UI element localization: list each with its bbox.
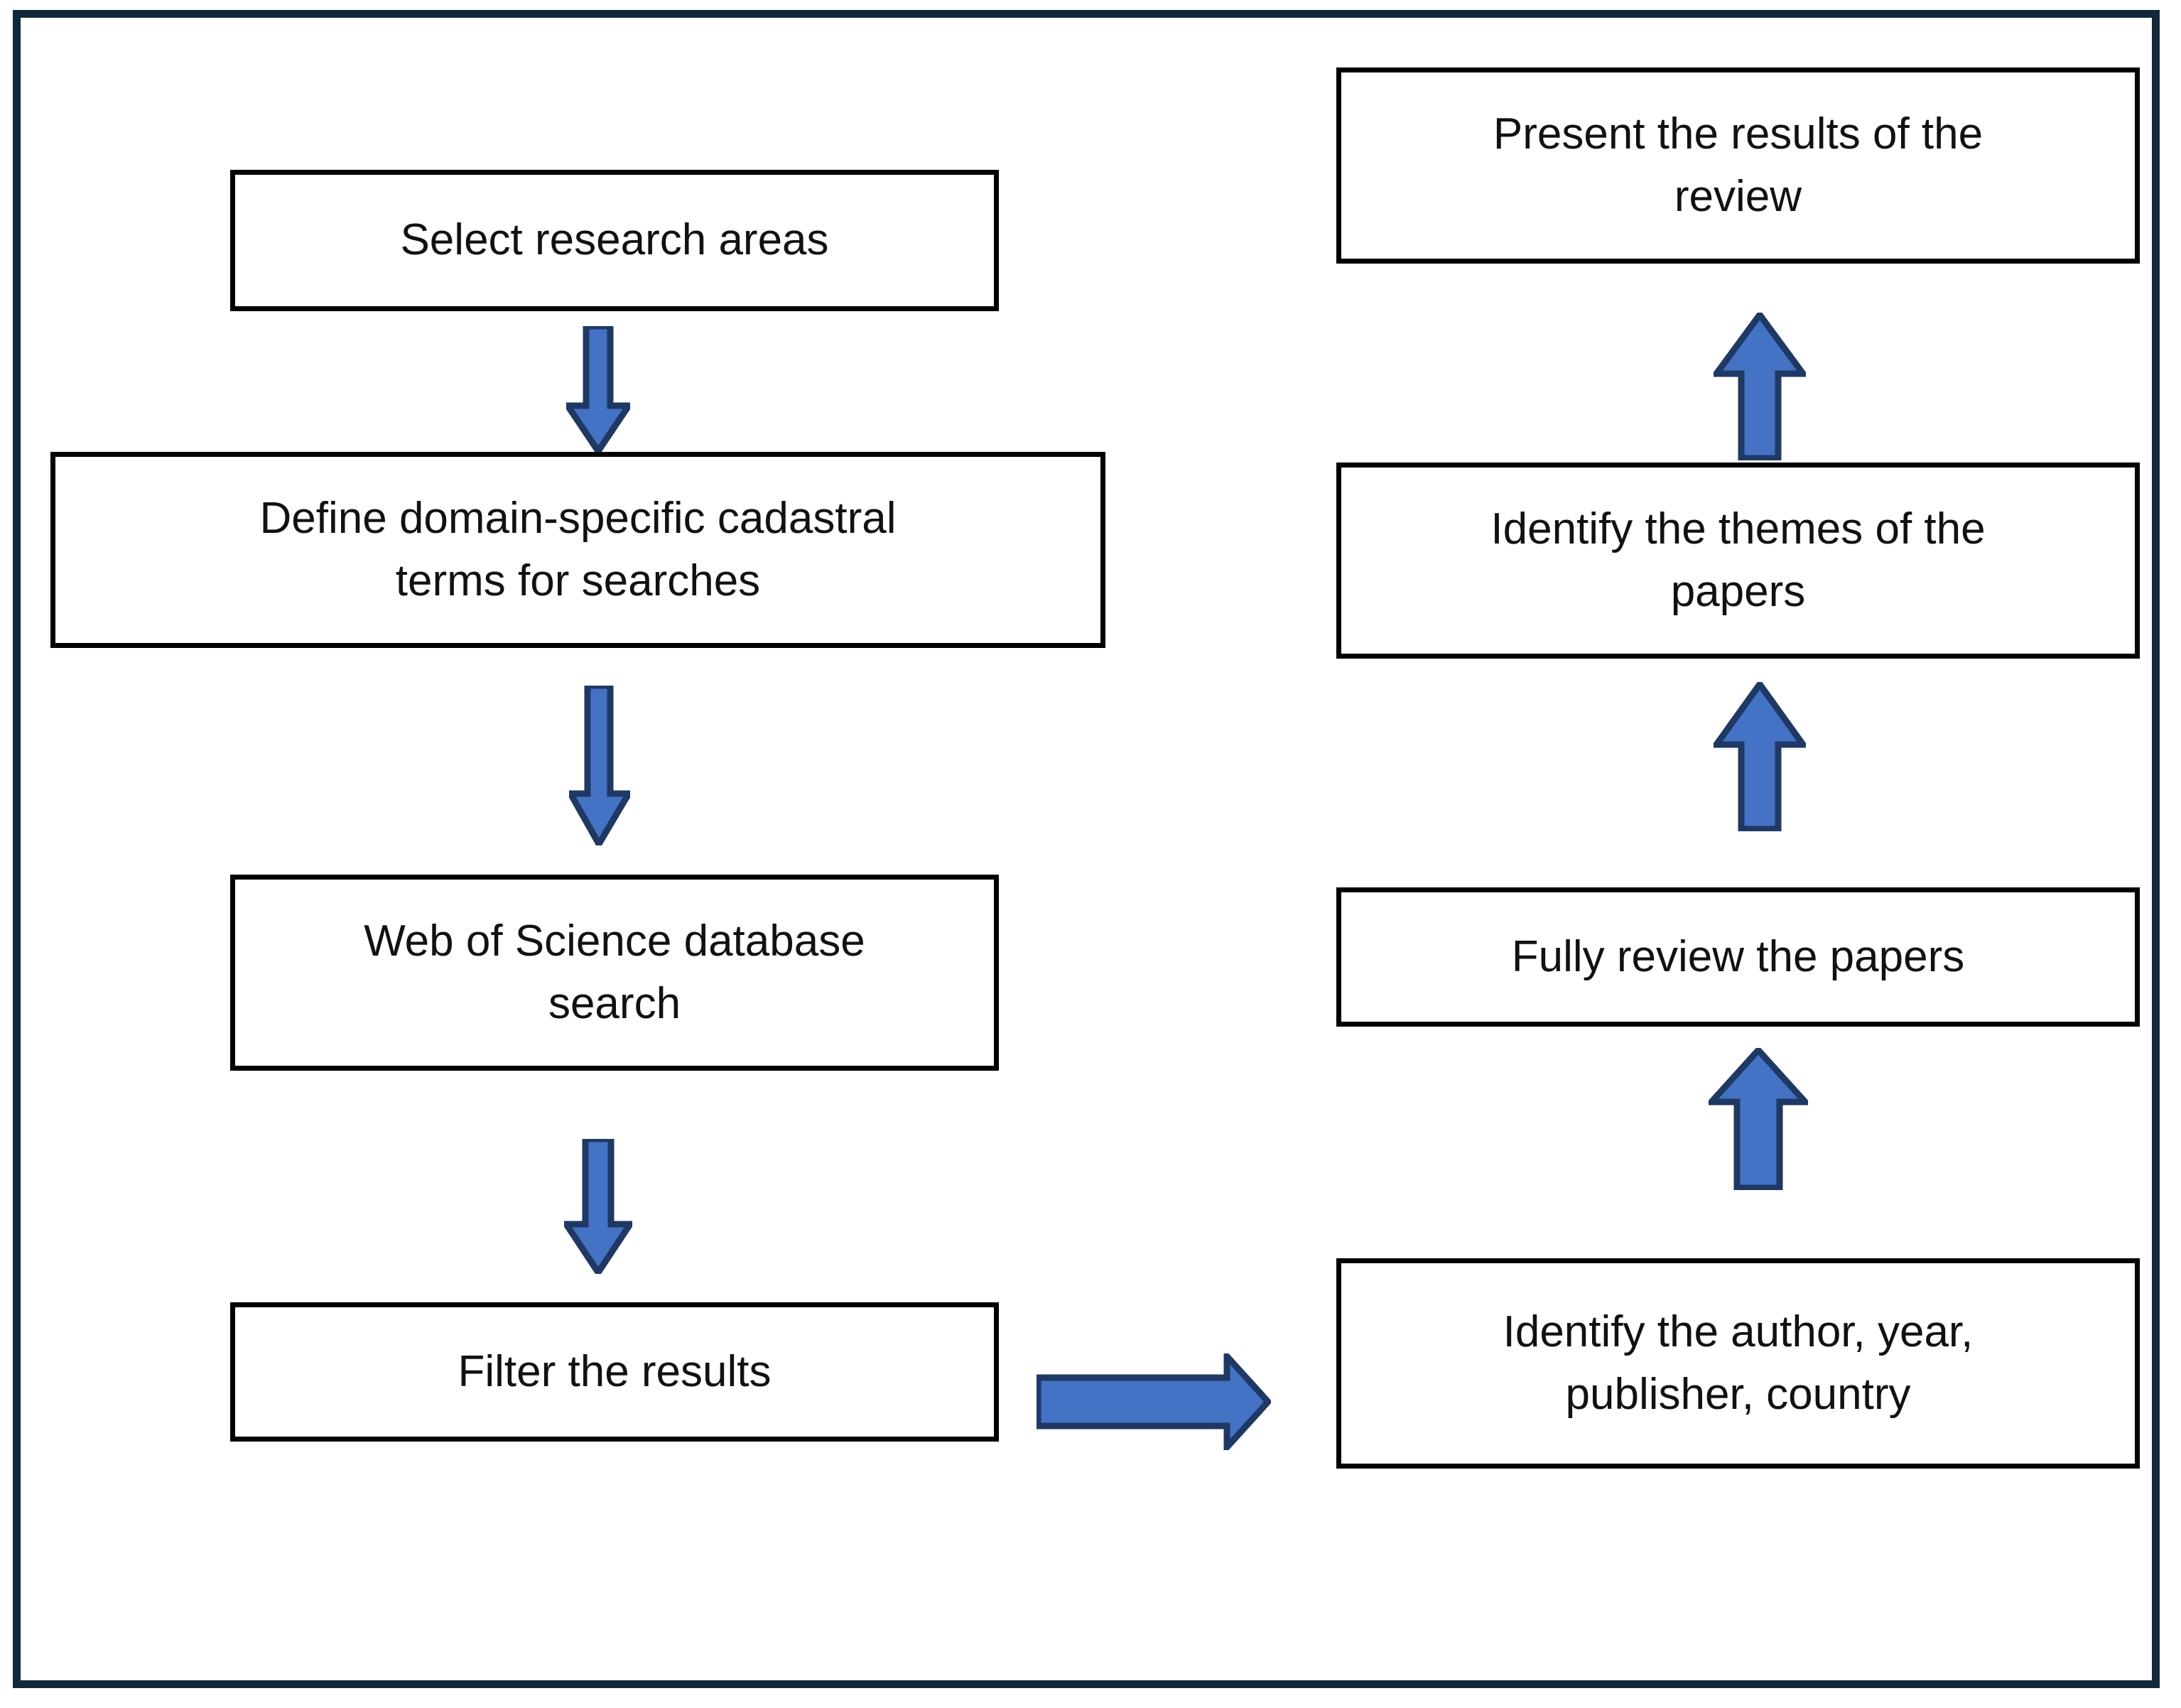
- diagram-outer-frame: Select research areas Define domain-spec…: [13, 10, 2160, 1688]
- node-fully-review[interactable]: Fully review the papers: [1336, 887, 2140, 1027]
- node-label: Identify the author, year, publisher, co…: [1503, 1307, 1974, 1419]
- arrow-wos-to-filter: [564, 1139, 632, 1274]
- arrow-review-to-themes: [1714, 682, 1806, 831]
- node-present-results[interactable]: Present the results of the review: [1336, 67, 2140, 264]
- node-identify-metadata[interactable]: Identify the author, year, publisher, co…: [1336, 1258, 2140, 1469]
- node-select-research-areas[interactable]: Select research areas: [230, 170, 999, 311]
- arrow-filter-to-metadata: [1037, 1353, 1271, 1450]
- node-label: Filter the results: [458, 1346, 772, 1396]
- node-filter-results[interactable]: Filter the results: [230, 1302, 999, 1442]
- node-label: Select research areas: [400, 215, 829, 265]
- node-define-terms[interactable]: Define domain-specific cadastral terms f…: [50, 452, 1105, 648]
- node-label: Present the results of the review: [1493, 109, 1984, 221]
- arrow-select-to-define: [566, 326, 630, 453]
- arrow-themes-to-present: [1714, 313, 1806, 460]
- node-label: Fully review the papers: [1511, 931, 1965, 981]
- node-wos-search[interactable]: Web of Science database search: [230, 875, 999, 1071]
- node-label: Web of Science database search: [364, 916, 865, 1028]
- node-identify-themes[interactable]: Identify the themes of the papers: [1336, 463, 2140, 659]
- arrow-metadata-to-review: [1709, 1048, 1808, 1190]
- node-label: Identify the themes of the papers: [1490, 504, 1986, 616]
- arrow-define-to-wos: [569, 686, 630, 845]
- node-label: Define domain-specific cadastral terms f…: [259, 493, 897, 605]
